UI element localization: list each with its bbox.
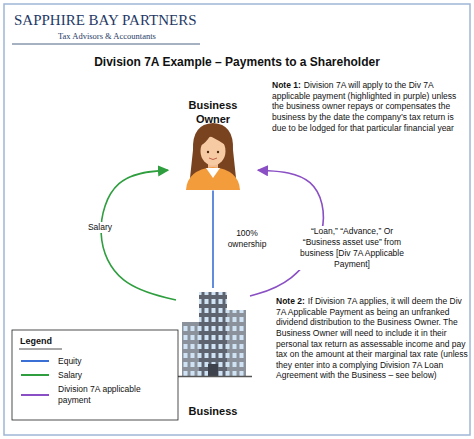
person-node: Business Owner — [168, 98, 258, 191]
edge-label: 100% ownership — [219, 228, 275, 250]
node-title: Business Owner — [182, 98, 244, 127]
legend-text: Equity — [58, 356, 82, 366]
note-body: If Division 7A applies, it will deem the… — [276, 296, 468, 380]
building-icon — [176, 292, 252, 377]
note-heading: Note 2: — [276, 296, 305, 306]
equity-line — [212, 191, 214, 288]
legend-rule — [19, 349, 62, 350]
note-heading: Note 1: — [272, 80, 301, 90]
legend-sample — [20, 371, 50, 379]
logo-tagline: Tax Advisors & Accountants — [58, 31, 156, 41]
edge-label: “Loan,” “Advance,” Or “Business asset us… — [298, 226, 406, 270]
legend-row: Division 7A applicable payment — [20, 384, 170, 404]
legend-sample — [20, 391, 50, 399]
diagram-title: Division 7A Example – Payments to a Shar… — [0, 55, 474, 69]
legend-box — [12, 330, 178, 420]
note-block: Note 1:Division 7A will apply to the Div… — [272, 80, 466, 133]
legend-row: Equity — [20, 356, 170, 366]
legend: EquitySalaryDivision 7A applicable payme… — [20, 356, 170, 409]
edge-label: Salary — [80, 222, 120, 233]
note-block: Note 2:If Division 7A applies, it will d… — [276, 296, 468, 381]
legend-text: Salary — [58, 370, 82, 380]
legend-text: Division 7A applicable payment — [58, 384, 148, 404]
woman-icon — [186, 123, 240, 190]
salary-arrow — [101, 170, 176, 300]
company-node: Business — [176, 288, 250, 418]
legend-sample — [20, 357, 50, 365]
logo-name: SAPPHIRE BAY PARTNERS — [14, 12, 197, 29]
legend-row: Salary — [20, 370, 170, 380]
logo-rule — [12, 44, 200, 45]
node-title: Business — [176, 404, 250, 418]
legend-title: Legend — [20, 336, 52, 346]
